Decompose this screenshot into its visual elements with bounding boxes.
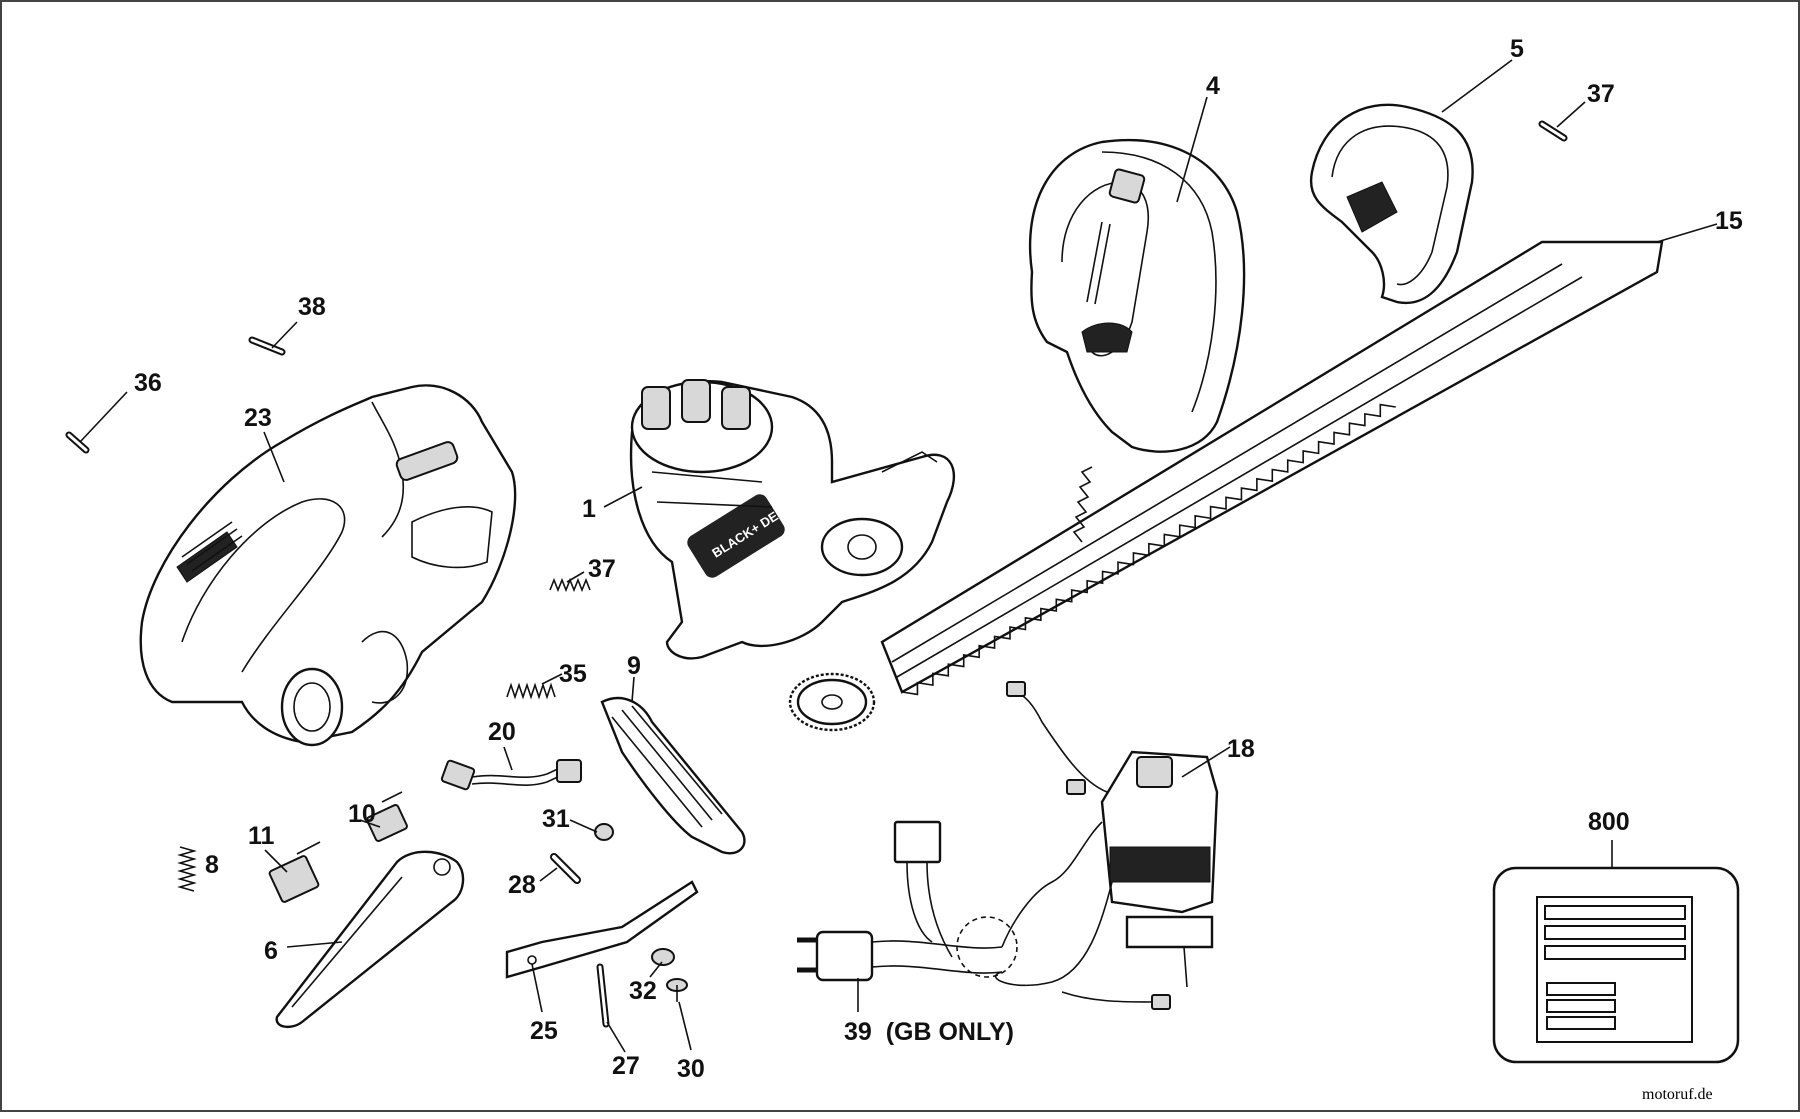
callout-32: 32 [629, 977, 657, 1005]
part-5-handle-cover [1309, 103, 1474, 305]
callout-39: 39 (GB ONLY) [844, 1018, 1014, 1046]
callout-27: 27 [612, 1052, 640, 1080]
part-35-spring [506, 682, 556, 700]
part-30-screw [666, 978, 688, 1002]
callout-23: 23 [244, 404, 272, 432]
callout-4: 4 [1206, 72, 1220, 100]
callout-labels: 1 4 5 37 15 38 36 23 37 35 9 20 18 31 10… [134, 35, 1743, 1083]
part-4-front-handle [1028, 138, 1246, 453]
part-15-blade [880, 240, 1664, 696]
watermark-suffix: .de [1694, 1086, 1713, 1103]
part-37-screw [1538, 120, 1568, 142]
part-38-pin [248, 336, 286, 356]
part-39-power-plug [797, 820, 1018, 982]
part-10-switch [366, 791, 408, 842]
part-37-spring [549, 577, 591, 593]
watermark-part1: motor [1642, 1086, 1681, 1103]
callout-20: 20 [488, 718, 516, 746]
svg-text:motoruf.de: motoruf.de [1642, 1086, 1713, 1103]
callout-6: 6 [264, 937, 278, 965]
callout-10: 10 [348, 800, 376, 828]
leader-lines [79, 59, 1718, 1053]
callout-25: 25 [530, 1017, 558, 1045]
part-1-motor-housing: BLACK+ DECKER [629, 379, 956, 660]
callout-31: 31 [542, 805, 570, 833]
part-27-rod [596, 963, 610, 1028]
part-36-pin [65, 431, 90, 454]
part-20-wire-harness [440, 759, 582, 791]
callout-36: 36 [134, 369, 162, 397]
part-6-lever [275, 850, 465, 1029]
callout-8: 8 [205, 851, 219, 879]
callout-15: 15 [1715, 207, 1743, 235]
watermark-part2: uf [1680, 1086, 1694, 1103]
callout-5: 5 [1510, 35, 1524, 63]
callout-1: 1 [582, 495, 596, 523]
part-32-washer [651, 948, 675, 966]
callout-9: 9 [627, 652, 641, 680]
part-31-nut [594, 823, 614, 841]
watermark-logo: motoruf.de [1642, 1086, 1713, 1103]
callout-18: 18 [1227, 735, 1255, 763]
part-18-motor [994, 681, 1219, 1010]
part-23-handle-housing [139, 384, 517, 747]
callout-35: 35 [559, 660, 587, 688]
part-8-spring [177, 846, 197, 892]
part-28-pin [550, 853, 581, 884]
part-9-trigger [600, 696, 746, 855]
part-11-switch [268, 841, 321, 903]
callout-37-top: 37 [1587, 80, 1615, 108]
callout-28: 28 [508, 871, 536, 899]
callout-37-spring: 37 [588, 555, 616, 583]
callout-800: 800 [1588, 808, 1630, 836]
gear-wheel [788, 672, 876, 732]
callout-30: 30 [677, 1055, 705, 1083]
callout-38: 38 [298, 293, 326, 321]
callout-11: 11 [248, 822, 275, 850]
part-800-label [1492, 866, 1740, 1064]
